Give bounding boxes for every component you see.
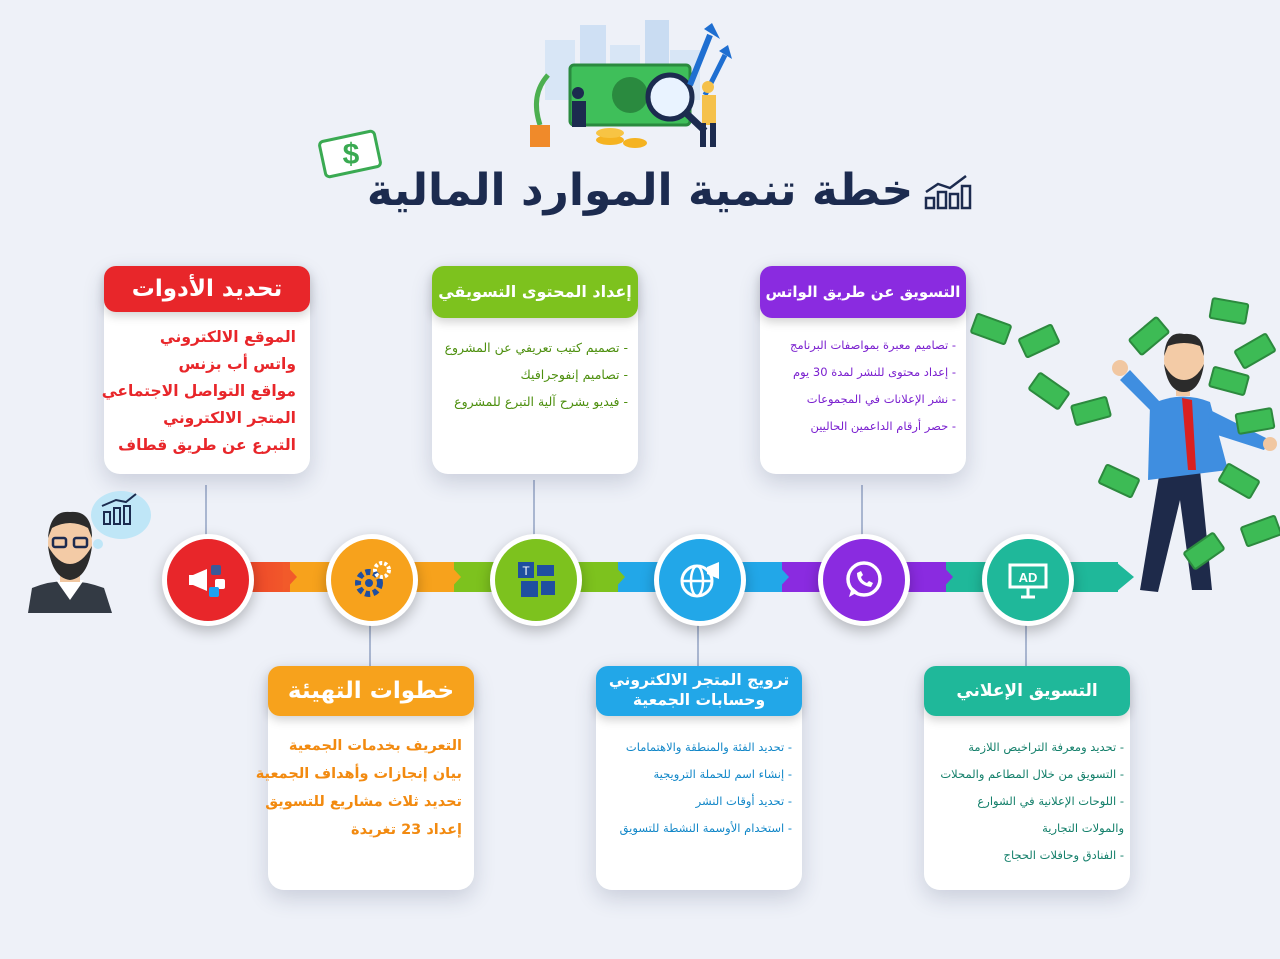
dollar-bill-icon: $ <box>318 128 384 184</box>
card-ads: التسويق الإعلاني - تحديد ومعرفة التراخيص… <box>924 666 1130 890</box>
whatsapp-icon <box>846 561 882 597</box>
bar-chart-icon <box>922 172 974 216</box>
card-content-list: - تصميم كتيب تعريفي عن المشروع - تصاميم … <box>432 318 638 415</box>
svg-text:$: $ <box>343 138 360 171</box>
timeline-chevron <box>611 562 625 592</box>
money-bill <box>1027 371 1071 411</box>
globe-megaphone-icon <box>680 562 719 598</box>
list-item: بيان إنجازات وأهداف الجمعية <box>255 766 462 782</box>
list-item: - تصاميم إنفوجرافيك <box>520 367 628 382</box>
card-whatsapp-title: التسويق عن طريق الواتس <box>765 283 961 301</box>
card-content: إعداد المحتوى التسويقي - تصميم كتيب تعري… <box>432 266 638 474</box>
card-store-title: ترويج المتجر الالكتروني وحسابات الجمعية <box>608 671 790 709</box>
card-store-header: ترويج المتجر الالكتروني وحسابات الجمعية <box>596 666 802 716</box>
card-tools-list: الموقع الالكتروني واتس أب بزنس مواقع الت… <box>101 312 310 459</box>
connector-whatsapp <box>861 485 863 557</box>
gears-icon <box>355 561 391 597</box>
list-item: مواقع التواصل الاجتماعي <box>101 382 296 400</box>
list-item: تحديد ثلاث مشاريع للتسويق <box>265 794 462 810</box>
ad-board-icon: AD <box>1008 563 1048 599</box>
list-item: - استخدام الأوسمة النشطة للتسويق <box>619 821 792 835</box>
node-store <box>654 534 746 626</box>
list-item: - تصاميم معبرة بمواصفات البرنامج <box>790 338 956 352</box>
card-tools: تحديد الأدوات الموقع الالكتروني واتس أب … <box>101 266 310 474</box>
timeline-chevron <box>283 562 297 592</box>
list-item: - تصميم كتيب تعريفي عن المشروع <box>444 340 628 355</box>
card-prep-list: التعريف بخدمات الجمعية بيان إنجازات وأهد… <box>255 716 474 844</box>
ad-sign-text: AD <box>1019 570 1038 585</box>
list-item: - الفنادق وحافلات الحجاج <box>1003 848 1124 862</box>
card-store-list: - تحديد الفئة والمنطقة والاهتمامات - إنش… <box>596 716 802 842</box>
list-item: - حصر أرقام الداعمين الحاليين <box>810 419 956 433</box>
card-ads-header: التسويق الإعلاني <box>924 666 1130 716</box>
connector-tools <box>205 485 207 557</box>
list-item: - فيديو يشرح آلية التبرع للمشروع <box>454 394 628 409</box>
card-content-header: إعداد المحتوى التسويقي <box>432 266 638 318</box>
page-title-text: خطة تنمية الموارد المالية <box>366 165 914 216</box>
card-whatsapp-header: التسويق عن طريق الواتس <box>760 266 966 318</box>
list-item: إعداد 23 تغريدة <box>351 822 462 838</box>
node-ads: AD <box>982 534 1074 626</box>
list-item: - إنشاء اسم للحملة الترويجية <box>653 767 792 781</box>
card-ads-title: التسويق الإعلاني <box>956 681 1098 701</box>
timeline-chevron <box>939 562 953 592</box>
list-item: الموقع الالكتروني <box>159 328 296 346</box>
card-tools-title: تحديد الأدوات <box>131 276 283 302</box>
node-whatsapp <box>818 534 910 626</box>
card-tools-header: تحديد الأدوات <box>104 266 310 312</box>
timeline-arrow-head <box>1116 562 1134 592</box>
node-prep <box>326 534 418 626</box>
list-item: - اللوحات الإعلانية في الشوارع <box>977 794 1124 808</box>
connector-prep <box>369 600 371 666</box>
list-item: والمولات التجارية <box>1042 821 1124 835</box>
list-item: - تحديد أوقات النشر <box>695 794 792 808</box>
media-content-icon: T <box>518 562 555 597</box>
timeline-chevron <box>447 562 461 592</box>
money-bill <box>1017 323 1061 359</box>
finance-growth-illustration <box>530 20 732 148</box>
card-content-title: إعداد المحتوى التسويقي <box>438 282 632 301</box>
card-store: ترويج المتجر الالكتروني وحسابات الجمعية … <box>596 666 802 890</box>
list-item: التبرع عن طريق قطاف <box>118 436 296 454</box>
money-bill <box>969 312 1013 346</box>
list-item: - تحديد الفئة والمنطقة والاهتمامات <box>625 740 792 754</box>
page-title: خطة تنمية الموارد المالية <box>0 165 1280 216</box>
card-whatsapp-list: - تصاميم معبرة بمواصفات البرنامج - إعداد… <box>760 318 966 440</box>
node-tools <box>162 534 254 626</box>
megaphone-social-icon <box>189 565 225 597</box>
list-item: - تحديد ومعرفة التراخيص اللازمة <box>968 740 1124 754</box>
list-item: - إعداد محتوى للنشر لمدة 30 يوم <box>793 365 956 379</box>
list-item: المتجر الالكتروني <box>163 409 296 427</box>
card-prep-header: خطوات التهيئة <box>268 666 474 716</box>
thinking-man-illustration <box>26 488 156 617</box>
card-whatsapp: التسويق عن طريق الواتس - تصاميم معبرة بم… <box>760 266 966 474</box>
card-ads-list: - تحديد ومعرفة التراخيص اللازمة - التسوي… <box>924 716 1130 869</box>
connector-store <box>697 600 699 666</box>
list-item: - نشر الإعلانات في المجموعات <box>806 392 956 406</box>
header-illustration <box>500 15 760 155</box>
connector-ads <box>1025 600 1027 666</box>
card-prep-title: خطوات التهيئة <box>287 678 455 704</box>
list-item: - التسويق من خلال المطاعم والمحلات <box>940 767 1124 781</box>
list-item: التعريف بخدمات الجمعية <box>288 738 462 754</box>
svg-text:T: T <box>522 564 530 578</box>
timeline-chevron <box>775 562 789 592</box>
connector-content <box>533 480 535 558</box>
node-content: T <box>490 534 582 626</box>
card-prep: خطوات التهيئة التعريف بخدمات الجمعية بيا… <box>255 666 474 890</box>
list-item: واتس أب بزنس <box>178 355 296 373</box>
